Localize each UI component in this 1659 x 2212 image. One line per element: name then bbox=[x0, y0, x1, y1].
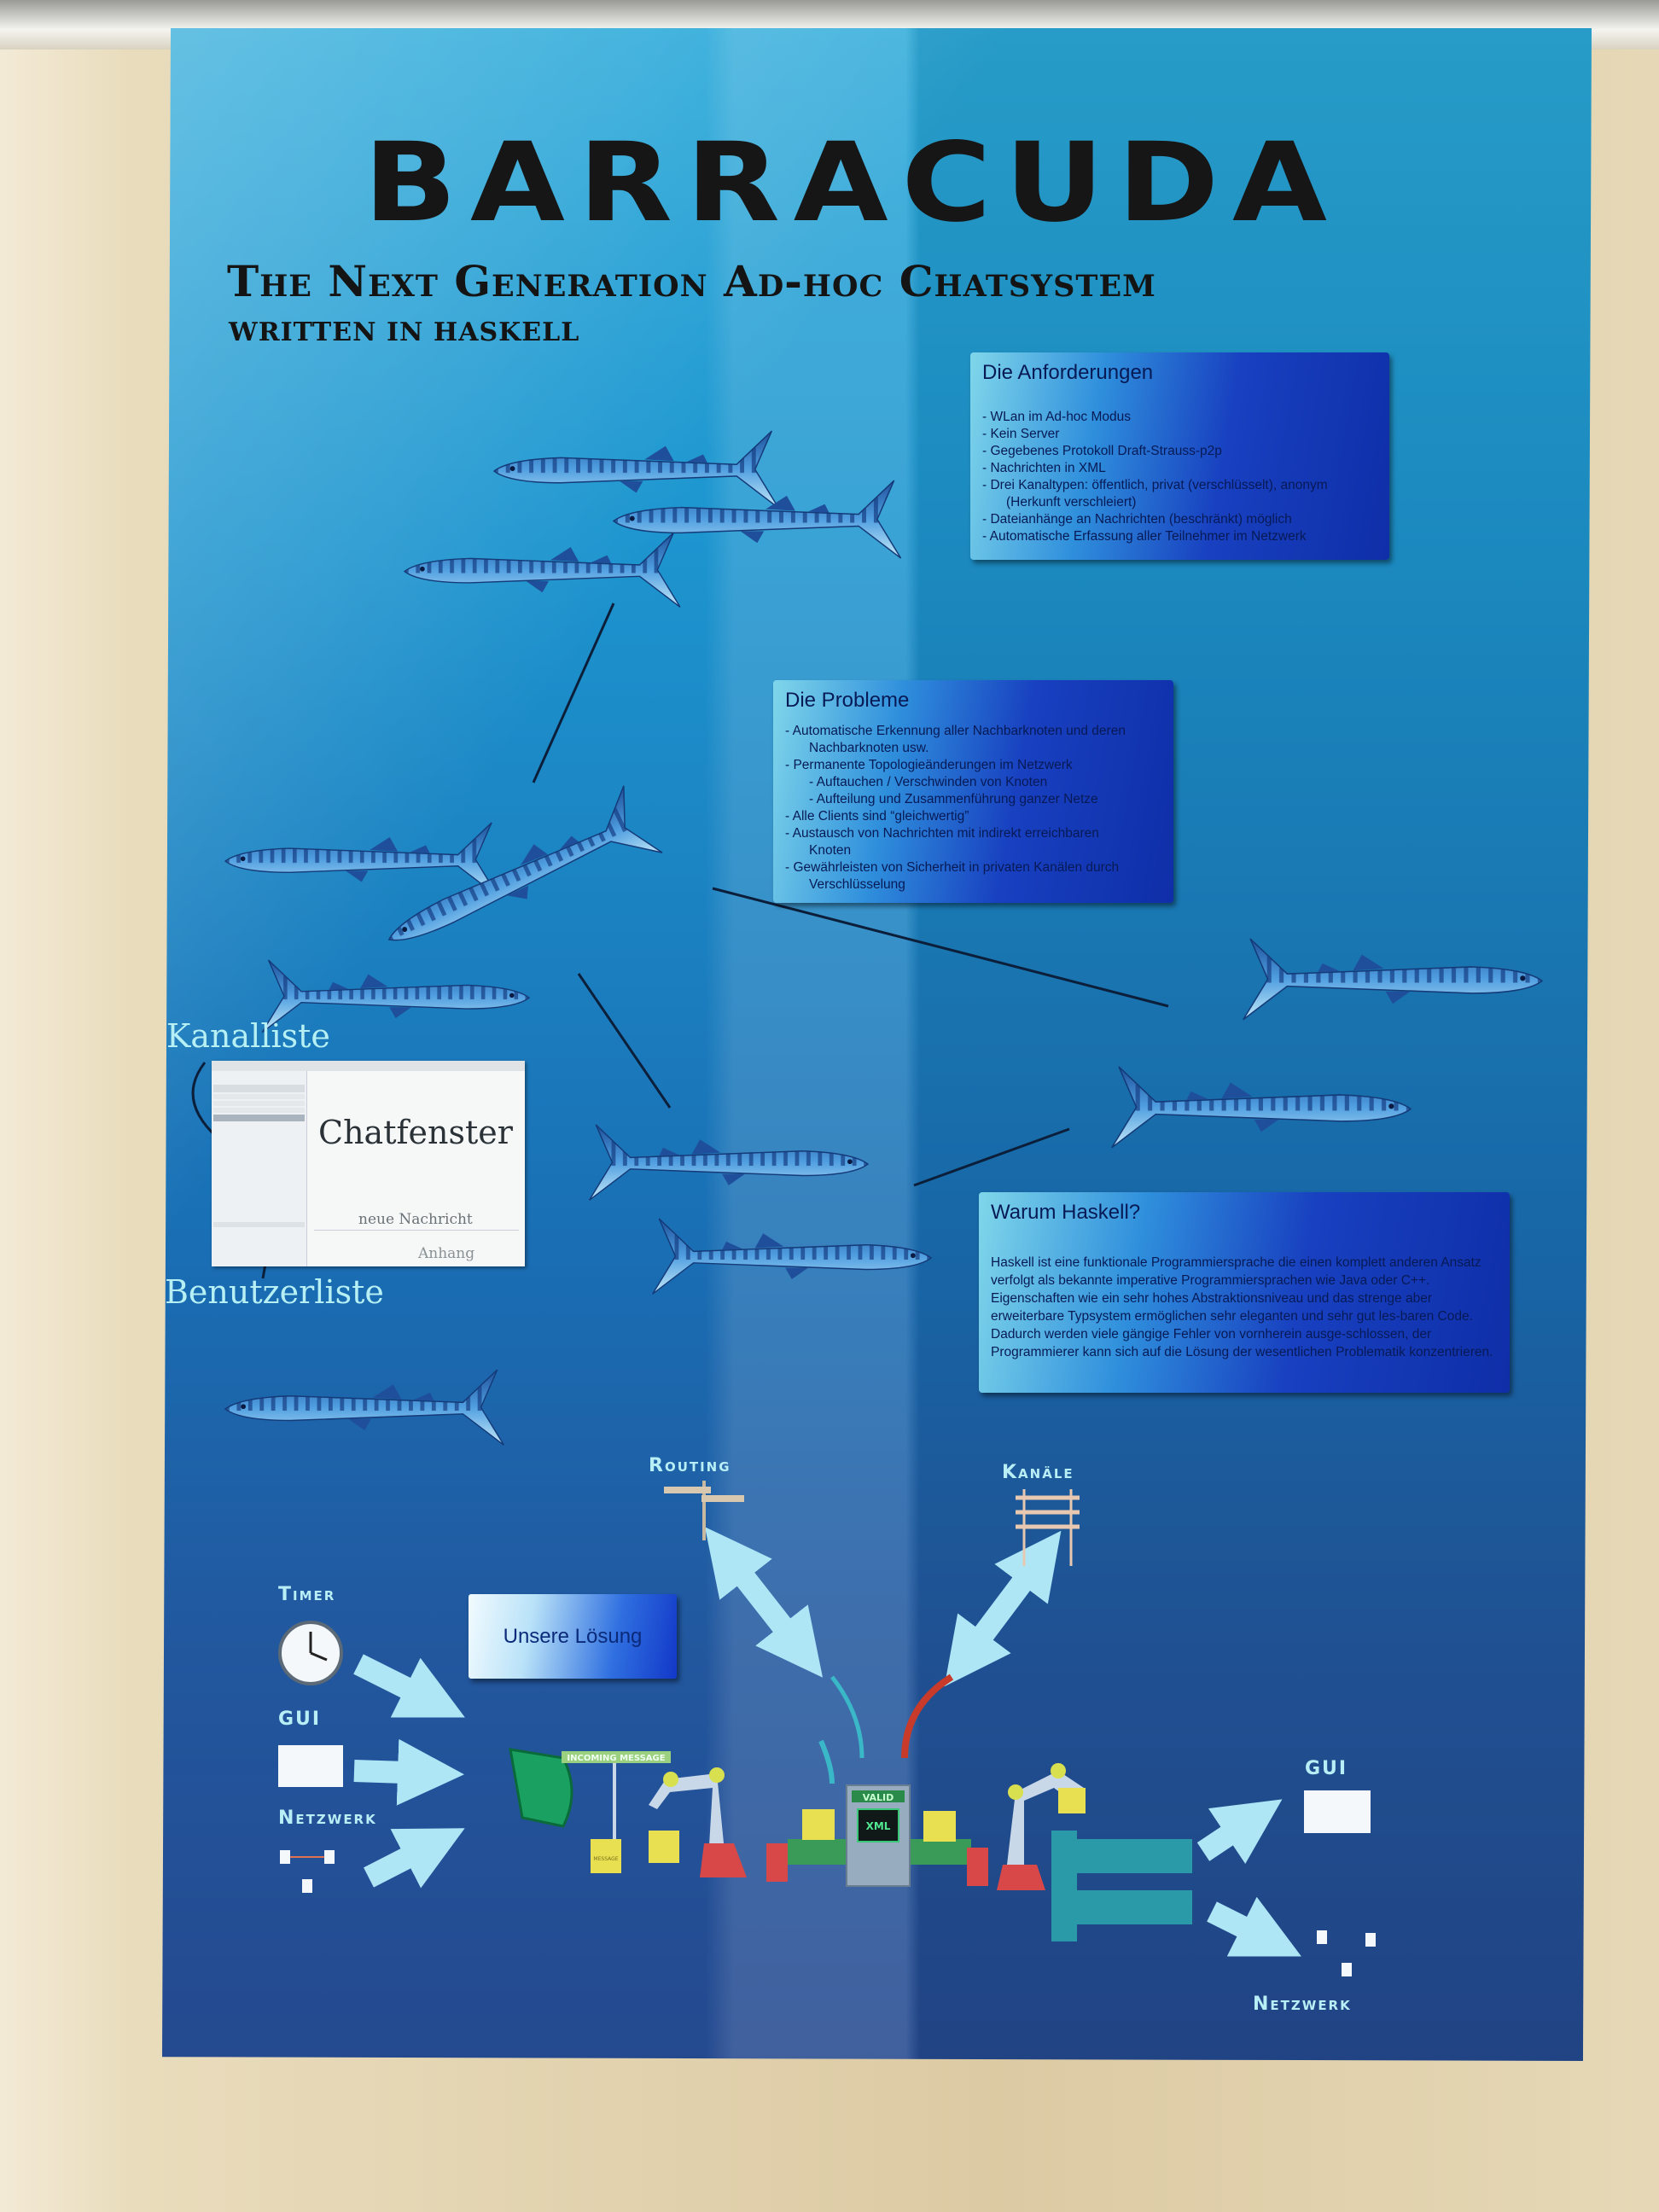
connector-line bbox=[913, 1127, 1070, 1187]
clock-icon bbox=[278, 1621, 343, 1685]
message-package bbox=[649, 1831, 679, 1863]
problems-box: Die Probleme - Automatische Erkennung al… bbox=[773, 680, 1173, 903]
requirement-item: - WLan im Ad-hoc Modus bbox=[982, 410, 1132, 424]
arrow-out-network bbox=[1207, 1896, 1301, 1957]
poster-title: BARRACUDA bbox=[364, 119, 1341, 247]
channel-list-label: Kanalliste bbox=[166, 1017, 330, 1055]
why-haskell-text: Haskell ist eine funktionale Programmier… bbox=[991, 1255, 1493, 1359]
input-label-gui: GUI bbox=[278, 1708, 322, 1730]
output-pipe bbox=[1051, 1831, 1077, 1941]
arrow-network bbox=[364, 1828, 465, 1889]
poster-subtitle: The Next Generation Ad-hoc Chatsystem bbox=[227, 256, 1156, 306]
barracuda-fish bbox=[404, 532, 681, 608]
problem-item: - Austausch von Nachrichten mit indirekt… bbox=[785, 826, 1099, 841]
routing-signpost-icon bbox=[664, 1481, 744, 1540]
problem-item: - Alle Clients sind “gleichwertig” bbox=[785, 809, 969, 824]
message-package bbox=[1058, 1788, 1086, 1813]
gui-window-icon bbox=[1304, 1790, 1371, 1833]
problems-heading: Die Probleme bbox=[785, 689, 910, 712]
valid-sign-text: VALID bbox=[863, 1792, 894, 1803]
connector-line bbox=[577, 973, 672, 1109]
requirements-box: Die Anforderungen - WLan im Ad-hoc Modus… bbox=[970, 352, 1389, 560]
output-pipe bbox=[1077, 1890, 1192, 1924]
requirement-item: - Dateianhänge an Nachrichten (beschränk… bbox=[982, 512, 1292, 527]
barracuda-fish bbox=[1243, 938, 1543, 1021]
channels-label: Kanäle bbox=[1002, 1462, 1074, 1483]
xml-screen-text: XML bbox=[866, 1820, 891, 1832]
window-titlebar bbox=[212, 1061, 525, 1071]
routing-label: Routing bbox=[649, 1455, 731, 1476]
barracuda-fish bbox=[651, 1218, 932, 1295]
network-nodes-icon bbox=[280, 1850, 335, 1893]
requirement-item: - Automatische Erfassung aller Teilnehme… bbox=[982, 529, 1307, 544]
flow-arrows bbox=[353, 1527, 1301, 1957]
arrow-gui bbox=[353, 1738, 464, 1806]
problem-item: - Aufteilung und Zusammenführung ganzer … bbox=[809, 792, 1098, 806]
connector-line bbox=[532, 602, 615, 783]
requirement-item: - Nachrichten in XML bbox=[982, 461, 1106, 475]
input-label-timer: Timer bbox=[278, 1584, 336, 1605]
why-haskell-box: Warum Haskell? Haskell ist eine funktion… bbox=[979, 1192, 1510, 1393]
problem-item: - Auftauchen / Verschwinden von Knoten bbox=[809, 775, 1048, 789]
arrow-out-gui bbox=[1196, 1799, 1283, 1865]
incoming-message-sign bbox=[562, 1751, 671, 1763]
requirements-heading: Die Anforderungen bbox=[982, 361, 1154, 384]
arrow-channels bbox=[944, 1530, 1062, 1687]
barracuda-fish bbox=[224, 822, 499, 898]
requirement-item: - Gegebenes Protokoll Draft-Strauss-p2p bbox=[982, 444, 1222, 458]
poster-subtitle-language: WRITTEN IN HASKELL bbox=[229, 317, 580, 347]
message-package-label: MESSAGE bbox=[593, 1856, 618, 1862]
user-list-label: Benutzerliste bbox=[165, 1273, 384, 1311]
message-package bbox=[591, 1839, 621, 1873]
input-label-network: Netzwerk bbox=[278, 1807, 377, 1829]
output-label-network: Netzwerk bbox=[1253, 1994, 1352, 2015]
incoming-message-sign-text: INCOMING MESSAGE bbox=[567, 1754, 665, 1763]
network-nodes-icon bbox=[1317, 1930, 1376, 1976]
problem-item: Knoten bbox=[809, 843, 852, 858]
connector-lines bbox=[191, 602, 1169, 1279]
new-message-label: neue Nachricht bbox=[358, 1211, 473, 1228]
output-pipe bbox=[1077, 1839, 1192, 1873]
channel-list-panel bbox=[212, 1071, 307, 1266]
problem-item: Nachbarknoten usw. bbox=[809, 741, 929, 755]
barracuda-fish bbox=[1111, 1066, 1412, 1149]
connector-curve bbox=[191, 1062, 221, 1142]
arrow-routing bbox=[704, 1527, 824, 1678]
barracuda-fish bbox=[588, 1124, 869, 1202]
message-package bbox=[923, 1811, 956, 1842]
output-label-gui: GUI bbox=[1305, 1758, 1348, 1779]
barracuda-fish bbox=[224, 1369, 505, 1447]
chat-gui-screenshot: Chatfenster neue Nachricht Anhang bbox=[212, 1061, 525, 1266]
message-package bbox=[802, 1809, 835, 1840]
barracuda-fish bbox=[371, 782, 663, 974]
channels-fence-icon bbox=[1016, 1489, 1080, 1566]
arrow-timer bbox=[353, 1654, 465, 1718]
problem-item: - Gewährleisten von Sicherheit in privat… bbox=[785, 860, 1120, 875]
problem-item: Verschlüsselung bbox=[809, 877, 905, 892]
requirement-item: - Drei Kanaltypen: öffentlich, privat (v… bbox=[982, 478, 1328, 492]
gui-window-icon bbox=[278, 1745, 343, 1787]
why-haskell-heading: Warum Haskell? bbox=[991, 1201, 1141, 1224]
requirement-item: - Kein Server bbox=[982, 427, 1060, 441]
problem-item: - Permanente Topologieänderungen im Netz… bbox=[785, 758, 1073, 772]
connector-line bbox=[712, 887, 1169, 1008]
attachment-label: Anhang bbox=[418, 1245, 475, 1262]
problem-item: - Automatische Erkennung aller Nachbarkn… bbox=[785, 724, 1126, 738]
message-input bbox=[314, 1230, 519, 1231]
chat-window-label: Chatfenster bbox=[318, 1114, 513, 1151]
our-solution-box: Unsere Lösung bbox=[469, 1594, 677, 1679]
barracuda-fish bbox=[493, 430, 779, 509]
requirement-item: (Herkunft verschleiert) bbox=[1006, 495, 1137, 509]
processing-pipeline: INCOMING MESSAGE MESSAGE VALID XML bbox=[509, 1674, 1192, 1941]
